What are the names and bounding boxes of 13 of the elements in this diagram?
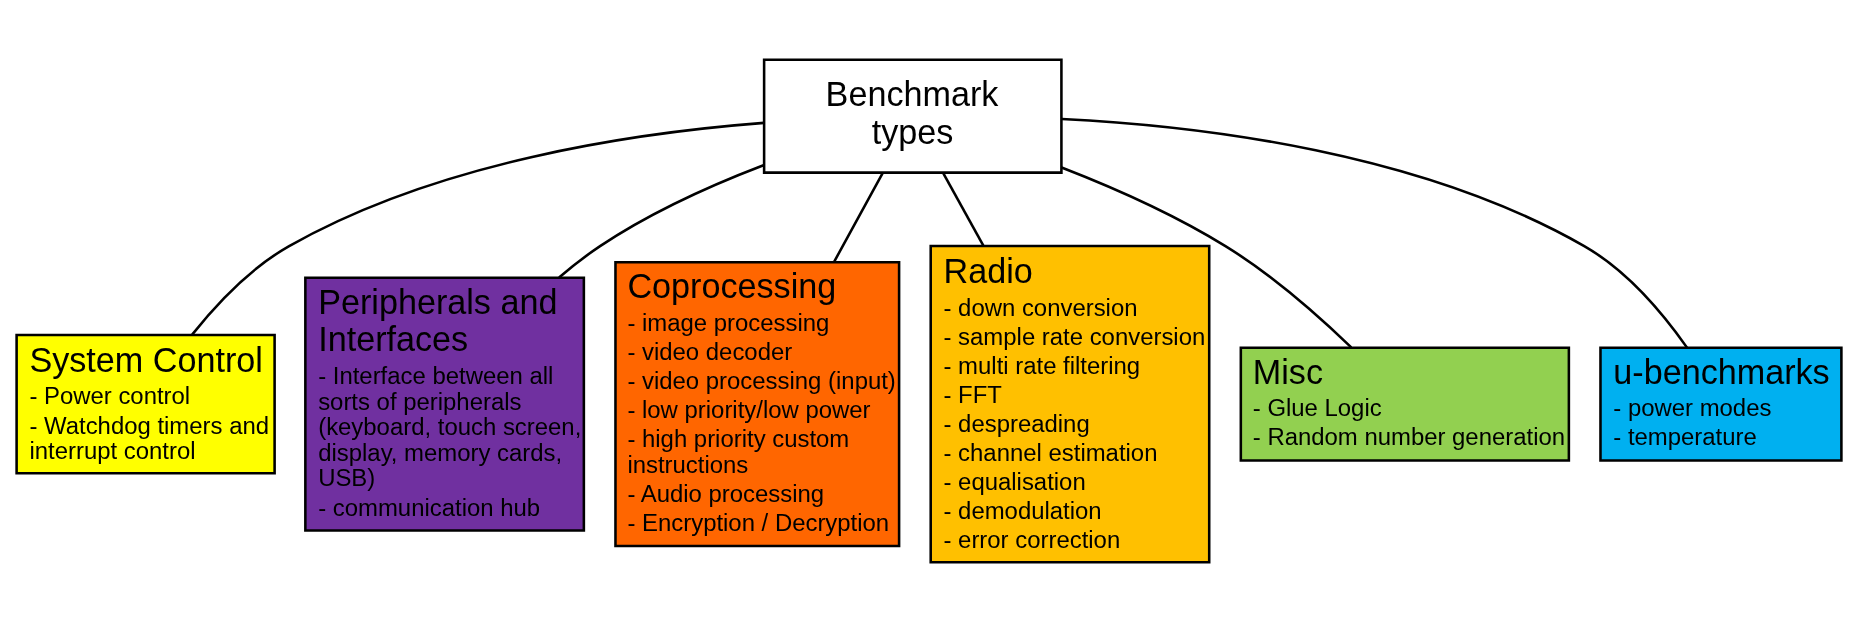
node-box: Peripherals and Interfaces - Interface between all sorts of peripherals (keyboard, touch screen, display, memory cards, USB) - communication hub: [304, 276, 586, 532]
connector: [558, 164, 764, 279]
node-box: Benchmark types: [762, 58, 1063, 174]
connector: [832, 172, 884, 263]
node-box: Coprocessing - image processing - video decoder - video processing (input) - low priority/low power - high priority custom instructions - Audio processing - Encryption / Decryption: [614, 261, 901, 548]
connector: [191, 121, 764, 336]
node-box: u-benchmarks - power modes - temperature: [1599, 346, 1843, 462]
connector: [1061, 166, 1353, 349]
node-box: Misc - Glue Logic - Random number generation: [1239, 346, 1571, 462]
node-box: System Control - Power control - Watchdog timers and interrupt control: [15, 333, 276, 475]
node-box: Radio - down conversion - sample rate conversion - multi rate filtering - FFT - despreading - channel estimation - equalisation - demodulation - error correction: [929, 244, 1211, 564]
connector: [941, 172, 985, 247]
connector: [1061, 117, 1689, 349]
